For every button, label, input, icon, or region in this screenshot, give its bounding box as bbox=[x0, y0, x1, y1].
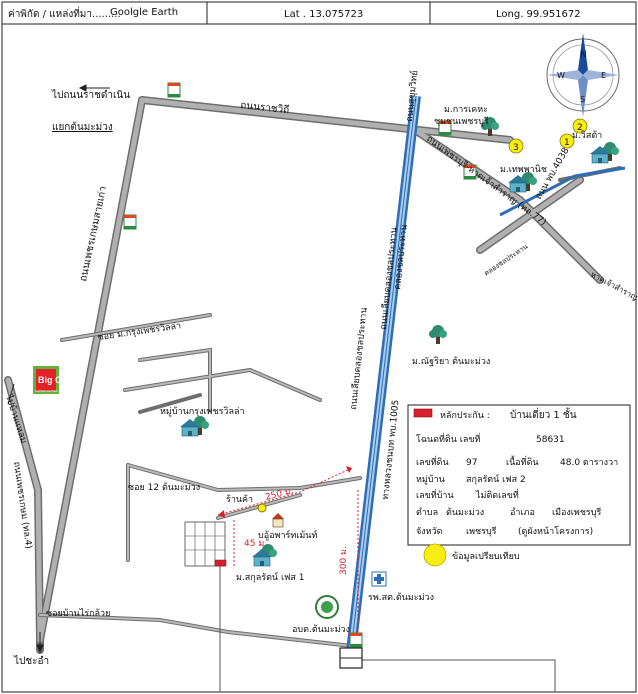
label-distance-45: 45 ม. bbox=[244, 539, 267, 549]
obt-seal-icon bbox=[315, 595, 339, 619]
marker-1: 1 bbox=[564, 138, 570, 148]
label-phetkasem-old: ถนนเพชรเกษมสายเก่า bbox=[78, 185, 109, 282]
road-village-loop-b bbox=[138, 393, 202, 414]
bigc-sub: SUPERCENTER bbox=[35, 389, 59, 393]
label-soi-ban-rai: ซอยบ้านไร่กล้วย bbox=[46, 608, 110, 619]
seven-eleven-icon bbox=[349, 632, 363, 648]
legend-house-label: เลขที่บ้าน bbox=[416, 488, 454, 501]
label-obt: อบต.ต้นมะม่วง bbox=[292, 624, 350, 635]
label-soi-12: ซอย 12 ต้นมะม่วง bbox=[128, 482, 200, 493]
direction-arrows bbox=[7, 84, 110, 654]
header-bar: ค่าพิกัด / แหล่งที่มา......... Goolgle E… bbox=[1, 1, 637, 25]
legend-land-no-value: 97 bbox=[466, 458, 477, 468]
compass-n: N bbox=[580, 50, 587, 60]
bridge-icon bbox=[339, 647, 363, 669]
label-to-hat-chao: หาดเจ้าสำราญ bbox=[589, 270, 638, 302]
hospital-icon bbox=[371, 571, 387, 587]
bigc-text: Big C bbox=[38, 375, 62, 385]
legend-collateral-label: หลักประกัน : bbox=[440, 411, 490, 421]
compass-rose: N S E W bbox=[546, 33, 620, 117]
distance-markers bbox=[217, 467, 359, 640]
header-source: Goolgle Earth bbox=[110, 7, 178, 18]
legend-amphoe-value: เมืองเพชรบุรี bbox=[552, 507, 601, 518]
label-hospital: รพ.สต.ต้นมะม่วง bbox=[368, 592, 434, 603]
label-distance-300: 300 ม. bbox=[339, 546, 349, 575]
marker-3: 3 bbox=[513, 143, 519, 153]
label-to-cha-am: ไปชะอำ bbox=[13, 655, 49, 667]
label-karakhe-sub: ชุมชนเพชรบุรี bbox=[434, 116, 489, 127]
property-lots bbox=[184, 521, 227, 567]
label-apartment: บอู้อพาร์ทเม้นท์ bbox=[258, 529, 317, 541]
compass-w: W bbox=[557, 71, 565, 80]
bigc-logo: Big C SUPERCENTER bbox=[33, 366, 62, 394]
compass-e: E bbox=[601, 71, 606, 80]
legend-amphoe-label: อำเภอ bbox=[510, 507, 535, 518]
legend-village-value: สกุลรัตน์ เฟส 2 bbox=[466, 473, 526, 485]
legend-comparison-swatch bbox=[423, 543, 447, 567]
label-ratchawithi: ถนนราชวิถี bbox=[240, 99, 290, 116]
seven-eleven-icon bbox=[167, 82, 181, 98]
label-ton-mamuang-junction: แยกต้นมะม่วง bbox=[52, 121, 113, 133]
legend-area-value: 48.0 ตารางวา bbox=[560, 458, 618, 468]
label-soi-krung-phet: ซอย ม.กรุงเพชรวิลล่า bbox=[97, 320, 182, 343]
label-thep-panich: ม.เทพพานิช bbox=[500, 164, 547, 175]
comparison-markers: 2 1 3 bbox=[508, 118, 588, 154]
tree-icon bbox=[429, 325, 447, 344]
legend-collateral-swatch bbox=[413, 408, 433, 418]
legend-province-note: (ดูผังหน้าโครงการ) bbox=[518, 526, 593, 537]
compass-s: S bbox=[580, 95, 585, 104]
legend-deed-label: โฉนดที่ดิน เลขที่ bbox=[416, 432, 480, 445]
legend-province-value: เพชรบุรี bbox=[466, 526, 497, 537]
label-highway-1005: ทางหลวงชนบท พบ.1005 bbox=[381, 399, 401, 500]
marker-2: 2 bbox=[577, 123, 583, 133]
collateral-marker bbox=[214, 559, 227, 567]
legend-province-label: จังหวัด bbox=[416, 527, 443, 537]
legend-area-label: เนื้อที่ดิน bbox=[506, 455, 539, 468]
header-location-label: ค่าพิกัด / แหล่งที่มา......... bbox=[8, 6, 121, 20]
legend-district-value: ต้นมะม่วง bbox=[446, 507, 484, 518]
label-mu-ban-krung-phet: หมู่บ้านกรุงเพชรวิลล่า bbox=[160, 406, 245, 417]
canal-east bbox=[499, 166, 626, 217]
seven-eleven-icon bbox=[123, 214, 137, 230]
legend-deed-value: 58631 bbox=[536, 435, 565, 445]
legend-land-no-label: เลขที่ดิน bbox=[416, 455, 449, 468]
label-sakon-rat: ม.สกุลรัตน์ เฟส 1 bbox=[236, 571, 304, 583]
canal bbox=[345, 95, 626, 661]
apartment-icon bbox=[272, 513, 284, 528]
legend-house-value: ไม่ติดเลขที่ bbox=[475, 488, 519, 501]
legend-box: หลักประกัน : บ้านเดี่ยว 1 ชั้น โฉนดที่ดิ… bbox=[407, 404, 631, 546]
label-karakhe: ม.การเคหะ bbox=[444, 105, 488, 115]
shop-icon bbox=[257, 503, 267, 513]
place-labels: หมู่บ้านกรุงเพชรวิลล่า ร้านค้า บอู้อพาร์… bbox=[160, 105, 602, 635]
label-khlong-road-1: ถนนเลียบคลองชลประทาน bbox=[348, 307, 370, 410]
legend-village-label: หมู่บ้าน bbox=[416, 474, 445, 485]
road-labels: ไปถนนราชดำเนิน แยกต้นมะม่วง ถนนราชวิถี ถ… bbox=[3, 70, 638, 667]
label-natchariya: ม.ณัฐริยา ต้นมะม่วง bbox=[412, 356, 490, 367]
header-lat: Lat . 13.075723 bbox=[284, 9, 363, 20]
label-visit: ม.วิสต้า bbox=[572, 130, 602, 141]
label-to-ratchadamnoen: ไปถนนราชดำเนิน bbox=[51, 89, 130, 101]
legend-comparison-label: ข้อมูลเปรียบเทียบ bbox=[452, 551, 520, 562]
comparison-legend: ข้อมูลเปรียบเทียบ bbox=[423, 543, 520, 567]
header-long: Long. 99.951672 bbox=[496, 9, 581, 20]
map-frame bbox=[1, 23, 637, 693]
label-shop: ร้านค้า bbox=[226, 494, 253, 505]
legend-collateral-value: บ้านเดี่ยว 1 ชั้น bbox=[510, 407, 577, 421]
legend-district-label: ตำบล bbox=[416, 507, 438, 518]
